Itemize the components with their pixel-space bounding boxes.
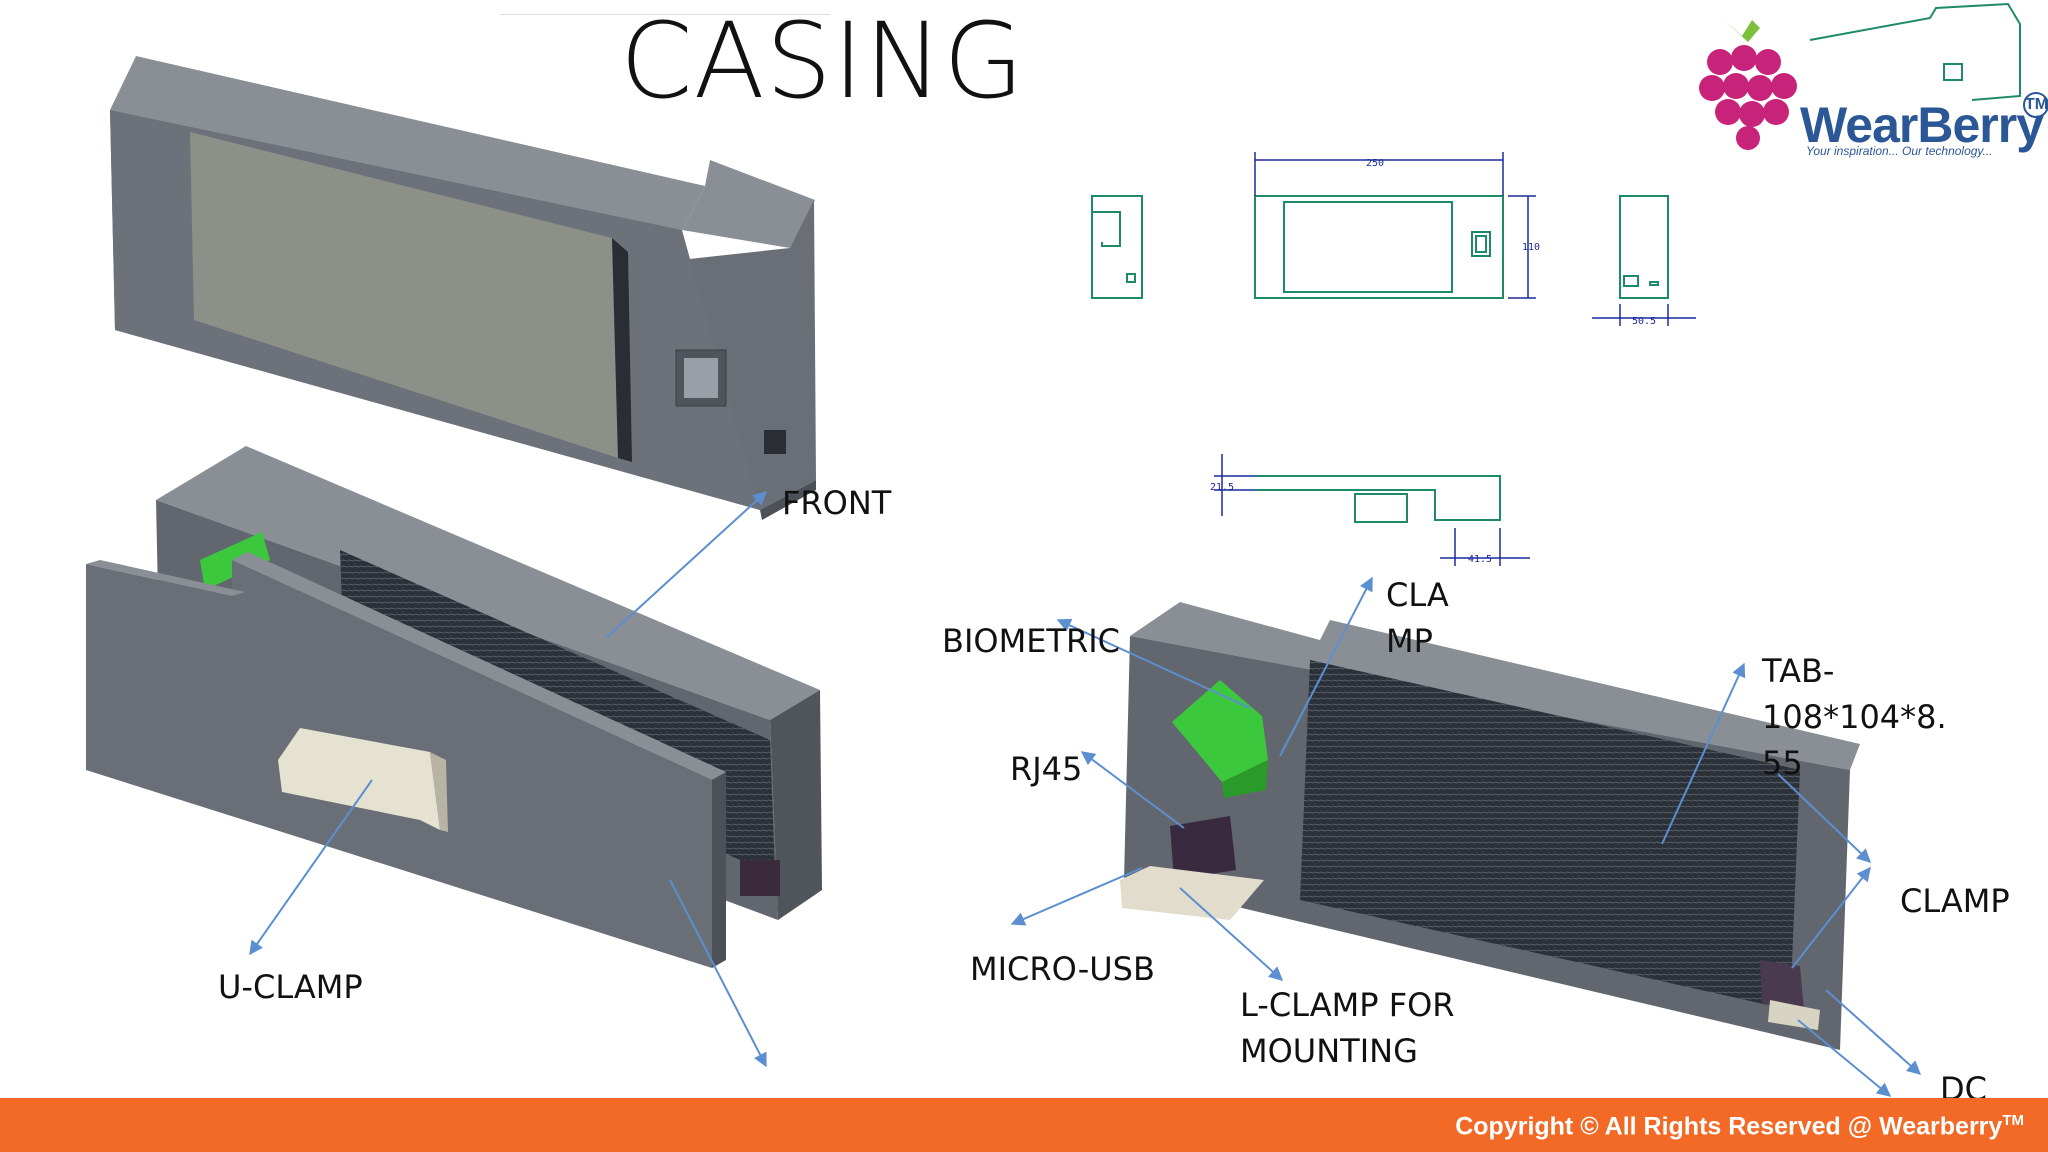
label-u-clamp: U-CLAMP — [218, 968, 363, 1006]
label-tab-2: 108*104*8. — [1762, 698, 1947, 736]
arrow-u-clamp — [249, 779, 373, 956]
arrow-rj45 — [1080, 751, 1185, 829]
label-biometric: BIOMETRIC — [942, 622, 1120, 660]
arrow-clamp-right-1 — [1777, 773, 1872, 863]
casing-exploded-view — [86, 446, 822, 968]
arrow-front — [605, 491, 768, 639]
casing-front-view — [110, 56, 816, 520]
arrow-dc-2 — [1797, 1019, 1892, 1097]
arrow-tab — [1661, 662, 1746, 845]
arrow-plate — [669, 879, 767, 1068]
label-clamp-top-2: MP — [1386, 622, 1433, 660]
casing-internal-view — [1120, 602, 1860, 1050]
label-micro-usb: MICRO-USB — [970, 950, 1155, 988]
dim-width: 250 — [1366, 158, 1384, 169]
dim-offset: 41.5 — [1468, 554, 1492, 565]
label-l-clamp-2: MOUNTING — [1240, 1032, 1418, 1070]
logo-graphic — [1699, 2, 2021, 150]
wearberry-logo: WearBerry TM Your inspiration... Our tec… — [1690, 0, 2048, 160]
page-title: CASING — [620, 0, 1025, 122]
footer-bar: Copyright © All Rights Reserved @ Wearbe… — [0, 1098, 2048, 1152]
dim-height: 110 — [1522, 242, 1540, 253]
arrow-dc-1 — [1825, 989, 1922, 1075]
label-front: FRONT — [782, 484, 892, 522]
label-clamp-top-1: CLA — [1386, 576, 1449, 614]
arrow-micro-usb — [1010, 867, 1143, 926]
label-clamp-right: CLAMP — [1900, 882, 2010, 920]
title-rule — [500, 14, 830, 15]
dim-depth: 50.5 — [1632, 316, 1656, 327]
copyright-text: Copyright © All Rights Reserved @ Wearbe… — [1455, 1112, 2003, 1141]
dimension-lines — [1214, 152, 1696, 566]
arrow-biometric — [1056, 618, 1251, 709]
label-rj45: RJ45 — [1010, 750, 1083, 788]
callout-arrows — [249, 491, 1922, 1097]
label-tab-3: 55 — [1762, 744, 1803, 782]
copyright-notice: Copyright © All Rights Reserved @ Wearbe… — [1455, 1112, 2024, 1141]
logo-name: WearBerry — [1800, 97, 2044, 153]
arrow-clamp-right-2 — [1791, 866, 1871, 969]
copyright-tm: TM — [2002, 1112, 2024, 1129]
label-l-clamp-1: L-CLAMP FOR — [1240, 986, 1455, 1024]
arrow-clamp-top — [1279, 576, 1373, 757]
arrow-l-clamp — [1179, 887, 1284, 981]
logo-tagline: Your inspiration... Our technology... — [1806, 144, 1993, 158]
logo-tm: TM — [2023, 92, 2048, 118]
technical-drawing — [1091, 195, 1669, 523]
dim-top: 21.5 — [1210, 482, 1234, 493]
label-tab-1: TAB- — [1762, 652, 1835, 690]
